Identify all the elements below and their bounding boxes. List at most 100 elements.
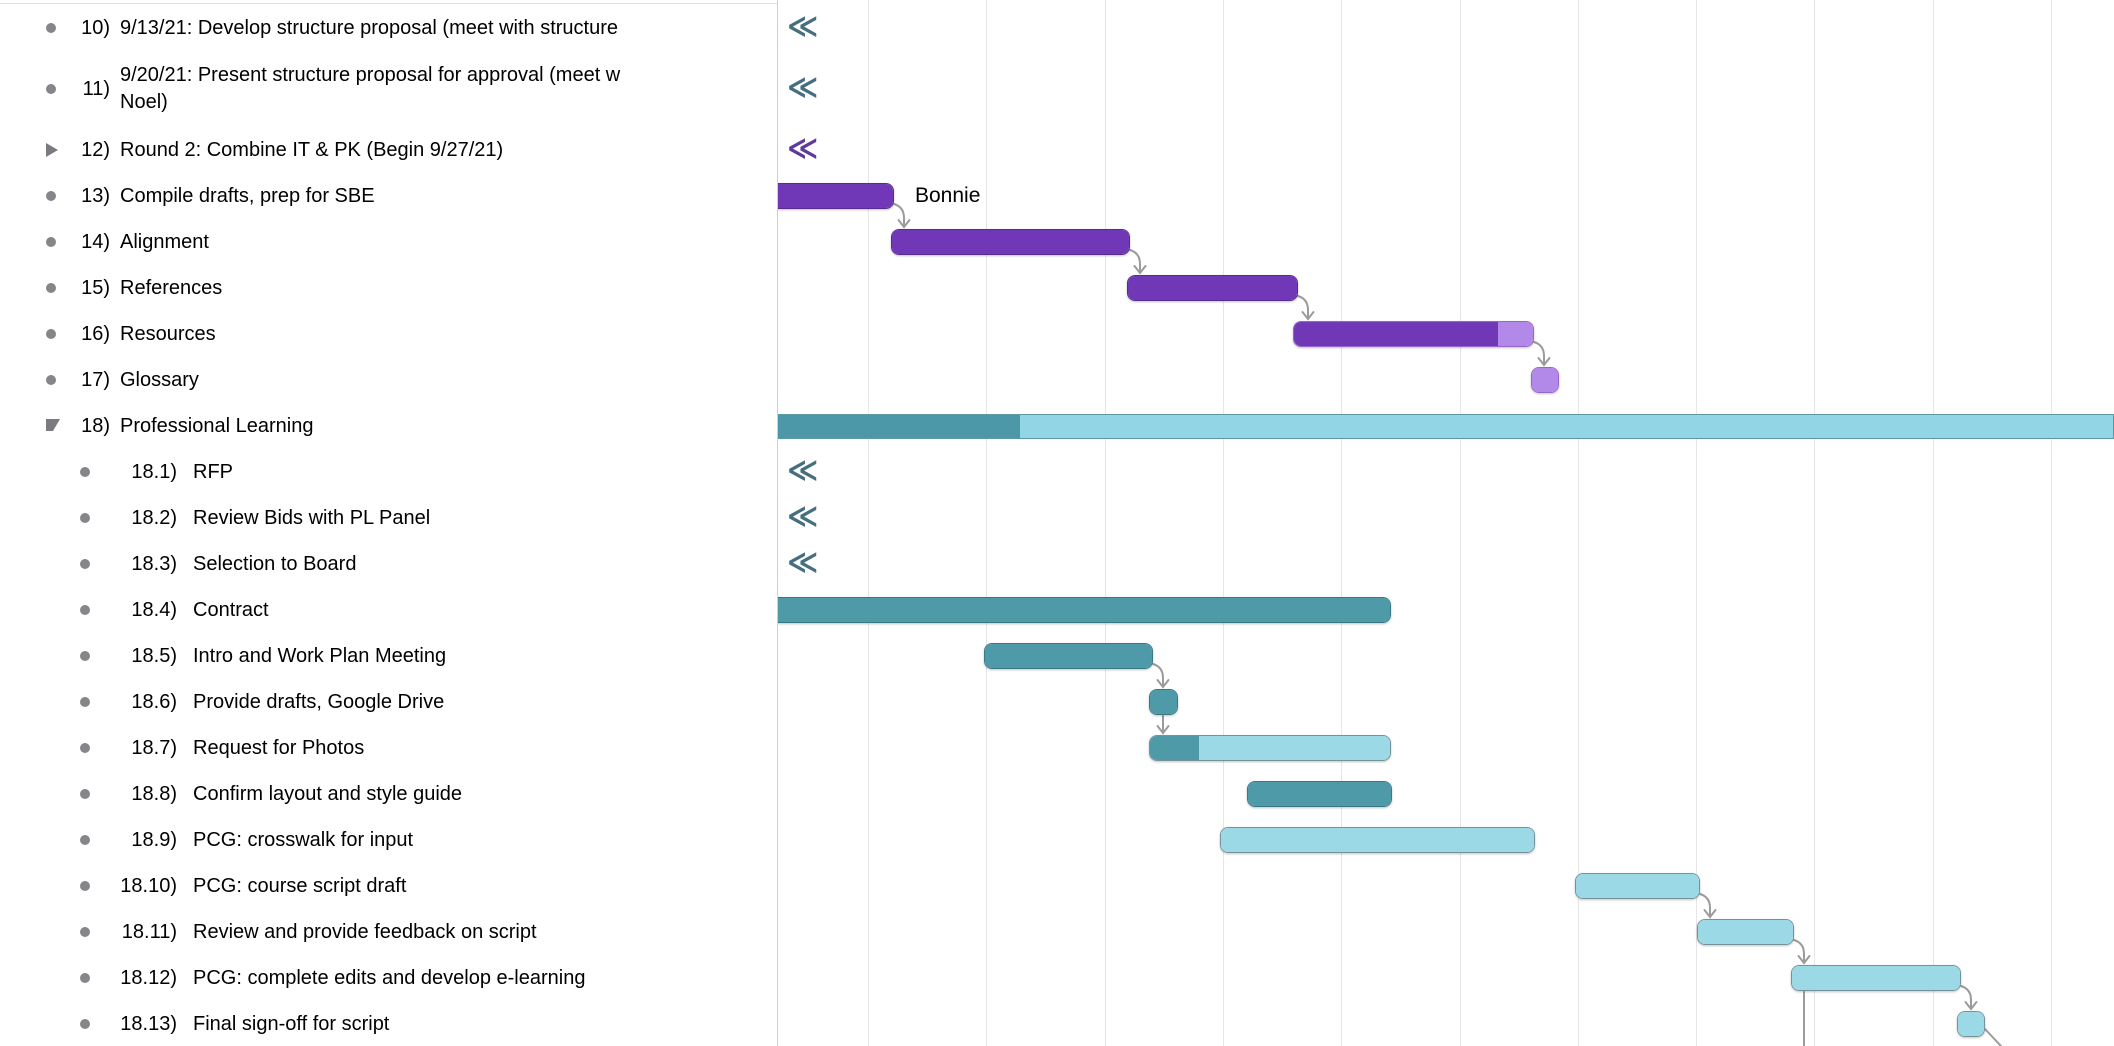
gantt-bar-188[interactable] xyxy=(1247,781,1392,807)
task-row[interactable]: 18.3)Selection to Board xyxy=(0,541,777,587)
task-row[interactable]: 15)References xyxy=(0,265,777,311)
gantt-bar-1810[interactable] xyxy=(1575,873,1700,899)
task-number: 14) xyxy=(81,230,110,253)
gantt-bar-1812[interactable] xyxy=(1791,965,1961,991)
task-number: 18) xyxy=(81,414,110,437)
bullet-icon xyxy=(46,237,56,247)
offscreen-task-indicator-icon[interactable]: ≪ xyxy=(787,499,818,534)
task-number: 18.2) xyxy=(131,506,177,529)
task-number: 12) xyxy=(81,138,110,161)
offscreen-task-indicator-icon[interactable]: ≪ xyxy=(787,70,818,105)
bullet-icon xyxy=(80,651,90,661)
bullet-icon xyxy=(46,375,56,385)
bar-segment-blue-light xyxy=(1198,736,1390,760)
task-number: 18.7) xyxy=(131,736,177,759)
task-row[interactable]: 16)Resources xyxy=(0,311,777,357)
task-label: PCG: crosswalk for input xyxy=(193,829,414,851)
dependency-arrow xyxy=(1297,295,1309,320)
dependency-arrow xyxy=(1699,893,1711,918)
task-label: Review Bids with PL Panel xyxy=(193,507,431,529)
bar-segment-purple-dark xyxy=(1294,322,1499,346)
bullet-icon xyxy=(80,697,90,707)
task-row[interactable]: 18.8)Confirm layout and style guide xyxy=(0,771,777,817)
gantt-bar-16[interactable] xyxy=(1293,321,1534,347)
gantt-bar-184[interactable] xyxy=(777,597,1391,623)
task-label: Request for Photos xyxy=(193,737,365,759)
gantt-bar-185[interactable] xyxy=(984,643,1153,669)
task-row[interactable]: 18.11)Review and provide feedback on scr… xyxy=(0,909,777,955)
task-label-line: Noel) xyxy=(120,91,168,113)
dependency-arrow xyxy=(1964,1001,1978,1011)
dependency-arrow xyxy=(1152,663,1164,688)
task-outline-panel: 10)9/13/21: Develop structure proposal (… xyxy=(0,0,777,1046)
dependency-arrow xyxy=(1533,341,1545,366)
task-label: Provide drafts, Google Drive xyxy=(193,691,445,713)
offscreen-task-indicator-icon[interactable]: ≪ xyxy=(787,131,818,166)
task-row[interactable]: 18.2) Review Bids with PL Panel xyxy=(0,495,777,541)
panel-divider[interactable] xyxy=(777,0,778,1046)
resource-assignment-label: Bonnie xyxy=(915,184,981,207)
task-row[interactable]: 13)Compile drafts, prep for SBE xyxy=(0,173,777,219)
gantt-bar-14[interactable] xyxy=(891,229,1130,255)
gantt-bar-15[interactable] xyxy=(1127,275,1298,301)
task-label: Final sign-off for script xyxy=(193,1013,390,1035)
bullet-icon xyxy=(46,283,56,293)
bullet-icon xyxy=(80,973,90,983)
task-number: 18.11) xyxy=(121,920,177,943)
task-row[interactable]: 17)Glossary xyxy=(0,357,777,403)
task-row[interactable]: 11)9/20/21: Present structure proposal f… xyxy=(0,51,777,127)
task-row[interactable]: 18.13)Final sign-off for script xyxy=(0,1001,777,1046)
bar-segment-teal-dark xyxy=(1150,690,1177,714)
gantt-bar-1811[interactable] xyxy=(1697,919,1794,945)
dependency-arrow xyxy=(1129,249,1141,274)
task-row[interactable]: 18.10)PCG: course script draft xyxy=(0,863,777,909)
task-number: 17) xyxy=(81,368,110,391)
task-row[interactable]: 18.12)PCG: complete edits and develop e-… xyxy=(0,955,777,1001)
dependency-arrow xyxy=(1797,955,1811,965)
gantt-bar-17[interactable] xyxy=(1531,367,1559,393)
task-row[interactable]: 18.6)Provide drafts, Google Drive xyxy=(0,679,777,725)
task-row[interactable]: 18.1)RFP xyxy=(0,449,777,495)
task-label: 9/13/21: Develop structure proposal (mee… xyxy=(120,17,619,39)
gantt-bar-13[interactable] xyxy=(777,183,894,209)
gridline xyxy=(1578,0,1579,1046)
gridline xyxy=(2051,0,2052,1046)
bar-segment-blue-light xyxy=(1221,828,1534,852)
task-number: 18.10) xyxy=(120,874,177,897)
bar-segment-teal-dark xyxy=(985,644,1152,668)
dependency-arrow xyxy=(1156,679,1170,689)
bar-segment-blue-light xyxy=(1958,1012,1984,1036)
offscreen-task-indicator-icon[interactable]: ≪ xyxy=(787,453,818,488)
gantt-bar-1813[interactable] xyxy=(1957,1011,1985,1037)
task-row[interactable]: 18.5)Intro and Work Plan Meeting xyxy=(0,633,777,679)
task-label: PCG: complete edits and develop e-learni… xyxy=(193,967,586,989)
task-row[interactable]: 10)9/13/21: Develop structure proposal (… xyxy=(0,5,777,51)
task-row[interactable]: 18)Professional Learning xyxy=(0,403,777,449)
disclosure-expanded-icon[interactable] xyxy=(46,419,60,431)
gantt-bar-186[interactable] xyxy=(1149,689,1178,715)
gantt-bar-189[interactable] xyxy=(1220,827,1535,853)
task-row[interactable]: 14)Alignment xyxy=(0,219,777,265)
gantt-bar-18[interactable] xyxy=(777,414,2114,439)
disclosure-collapsed-icon[interactable] xyxy=(46,143,58,157)
dependency-arrow xyxy=(1960,985,1972,1010)
bullet-icon xyxy=(80,559,90,569)
bar-segment-teal-dark xyxy=(1248,782,1391,806)
gantt-bar-187[interactable] xyxy=(1149,735,1391,761)
task-number: 18.9) xyxy=(131,828,177,851)
bullet-icon xyxy=(80,835,90,845)
task-number: 13) xyxy=(81,184,110,207)
task-number: 18.5) xyxy=(131,644,177,667)
task-number: 15) xyxy=(81,276,110,299)
task-row[interactable]: 18.7) Request for Photos xyxy=(0,725,777,771)
task-row[interactable]: 18.9) PCG: crosswalk for input xyxy=(0,817,777,863)
offscreen-task-indicator-icon[interactable]: ≪ xyxy=(787,9,818,44)
gridline xyxy=(1105,0,1106,1046)
task-label: Selection to Board xyxy=(193,553,357,575)
bar-segment-blue-light xyxy=(1576,874,1699,898)
task-number: 18.8) xyxy=(131,782,177,805)
task-row[interactable]: 12)Round 2: Combine IT & PK (Begin 9/27/… xyxy=(0,127,777,173)
offscreen-task-indicator-icon[interactable]: ≪ xyxy=(787,545,818,580)
task-row[interactable]: 18.4)Contract xyxy=(0,587,777,633)
bullet-icon xyxy=(46,329,56,339)
